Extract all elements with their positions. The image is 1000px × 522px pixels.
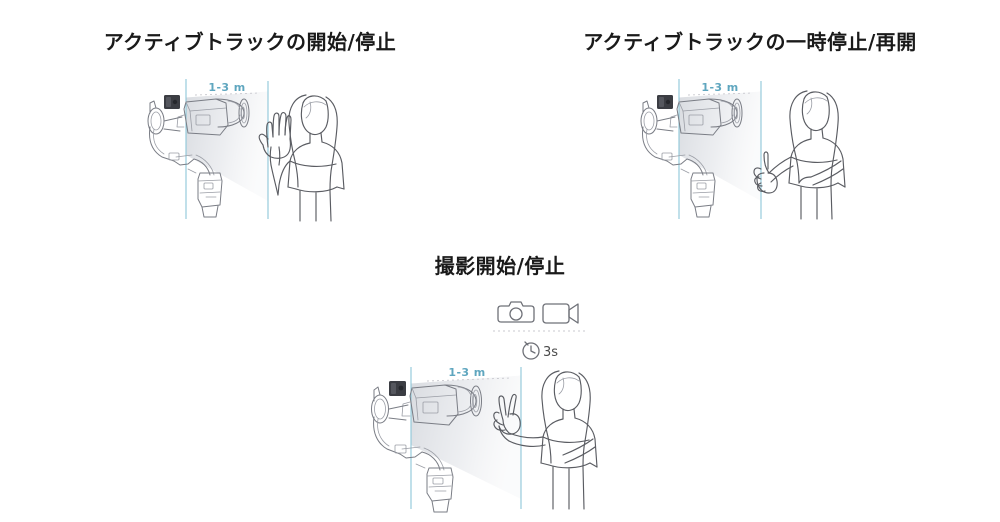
panel-title: アクティブトラックの開始/停止 — [103, 30, 397, 54]
panel-active-track-start-stop: アクティブトラックの開始/停止 1-3 m — [0, 26, 500, 229]
camera-body — [401, 384, 459, 426]
person-figure-open-palm — [258, 94, 345, 222]
gimbal-handle — [415, 463, 454, 513]
person-figure-pointing-up — [753, 90, 846, 220]
palm-gesture-icon — [258, 111, 292, 159]
gimbal-handle — [187, 168, 223, 218]
illustration-active-track-start-stop: 1-3 m — [140, 69, 360, 229]
distance-dash-line — [194, 92, 261, 96]
distance-dash-line — [426, 377, 512, 382]
illustration-recording-start-stop: 3s 1-3 m — [371, 287, 625, 517]
illustration-active-track-pause-resume: 1-3 m — [635, 69, 865, 229]
distance-label: 1-3 m — [208, 81, 245, 94]
sensor-module-icon — [164, 95, 180, 109]
scene-svg: 1-3 m — [640, 79, 846, 220]
timer-indicator: 3s — [522, 341, 558, 360]
gimbal-handle — [680, 168, 716, 218]
gimbal-roll-arm — [371, 386, 409, 424]
panel-active-track-pause-resume: アクティブトラックの一時停止/再開 1-3 m — [500, 26, 1000, 229]
camera-beam — [185, 90, 269, 201]
capture-mode-icons — [497, 301, 579, 324]
camera-beam — [678, 90, 762, 201]
camera-lens — [708, 98, 743, 128]
timer-label: 3s — [543, 345, 558, 360]
gimbal-roll-arm — [147, 100, 183, 135]
photo-camera-icon[interactable] — [497, 301, 535, 323]
sensor-module-icon — [389, 381, 406, 396]
camera-body — [669, 98, 722, 136]
camera-lens — [215, 98, 250, 128]
sensor-module-icon — [657, 95, 673, 109]
panel-title: 撮影開始/停止 — [434, 254, 566, 278]
gimbal-camera-illustration — [640, 95, 743, 218]
gimbal-camera-illustration — [147, 95, 250, 218]
panel-recording-start-stop: 撮影開始/停止 — [250, 250, 750, 517]
camera-body — [176, 98, 229, 136]
v-sign-gesture-icon — [493, 393, 521, 435]
scene-svg: 1-3 m — [147, 79, 345, 222]
camera-lens — [444, 384, 482, 417]
gimbal-camera-illustration — [371, 381, 482, 513]
camera-beam — [410, 374, 522, 499]
video-camera-icon[interactable] — [542, 303, 579, 324]
pointing-up-gesture-icon — [753, 151, 778, 194]
person-figure-v-sign — [493, 370, 598, 510]
panel-title: アクティブトラックの一時停止/再開 — [583, 30, 917, 54]
distance-label: 1-3 m — [448, 366, 485, 379]
gimbal-roll-arm — [640, 100, 676, 135]
scene-svg: 3s 1-3 m — [371, 301, 598, 513]
stopwatch-icon — [522, 341, 540, 360]
distance-label: 1-3 m — [701, 81, 738, 94]
distance-dash-line — [687, 92, 754, 96]
